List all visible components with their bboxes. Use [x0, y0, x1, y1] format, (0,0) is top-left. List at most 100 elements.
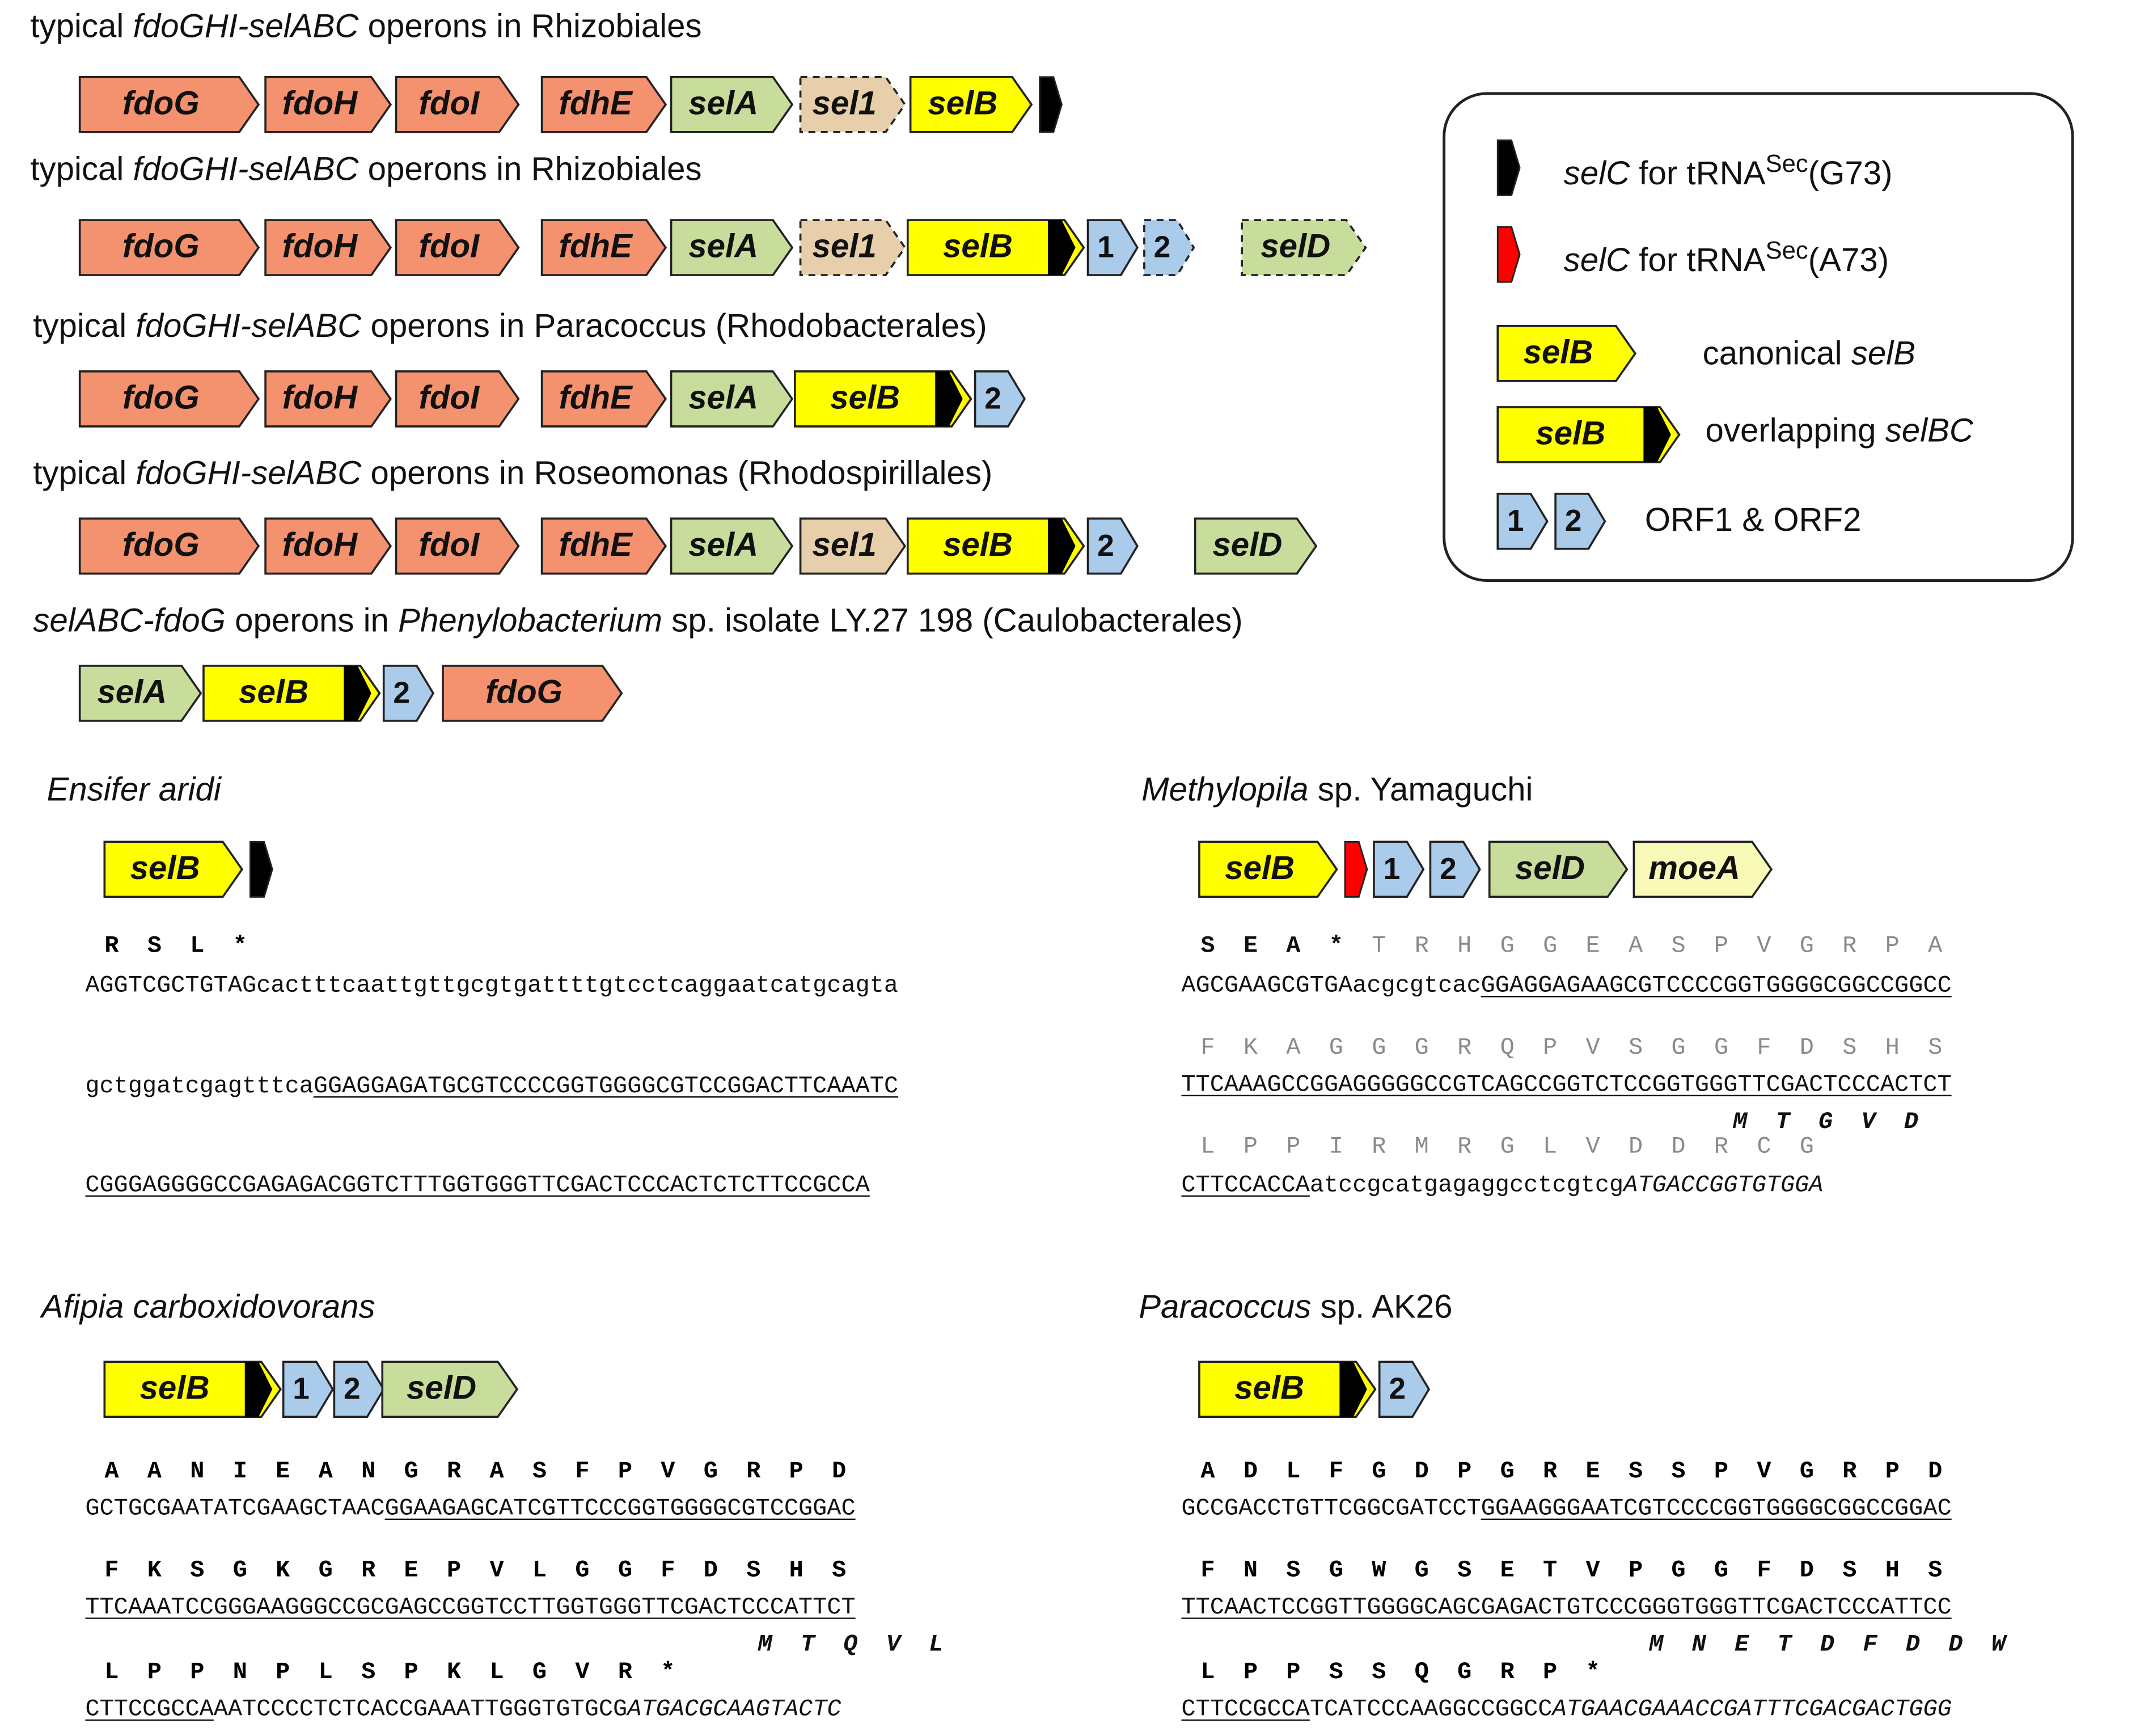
heading-roseomonas: typical fdoGHI-selABC operons in Roseomo… — [33, 455, 993, 493]
gene-arrow-orf2: 2 — [974, 370, 1026, 428]
paracoccus-aa-row-3: L P P S S Q G R P * — [1200, 1660, 1600, 1687]
gene-arrow-sel1: sel1 — [799, 517, 907, 575]
legend-box — [1443, 92, 2074, 582]
heading-phenylobacterium: selABC-fdoG operons in Phenylobacterium … — [33, 602, 1243, 640]
gene-label: fdoI — [418, 379, 480, 417]
gene-label: selB — [239, 674, 309, 711]
gene-label: selB — [830, 379, 900, 417]
legend-selc-g73: selC for tRNASec(G73) — [1563, 150, 1893, 193]
gene-label: 2 — [1097, 528, 1114, 563]
afipia-seq-row-2: TTCAAATCCGGGAAGGGCCGCGAGCCGGTCCTTGGTGGGT… — [85, 1595, 856, 1622]
ensifer-seq-row-3: CGGGAGGGGCCGAGAGACGGTCTTTGGTGGGTTCGACTCC… — [85, 1173, 870, 1199]
methylopila-aa-frame-2: M T G V D — [1733, 1110, 1919, 1137]
gene-label: selB — [139, 1370, 210, 1408]
gene-arrow-selb: selB — [103, 1361, 282, 1418]
methylopila-seq-row-1: AGCGAAGCGTGAacgcgtcacGGAGGAGAAGCGTCCCCGG… — [1181, 974, 1952, 1000]
gene-label: fdoI — [418, 526, 480, 564]
gene-label: 2 — [1440, 851, 1457, 886]
gene-arrow-orf2: 2 — [1143, 219, 1195, 276]
gene-label: 1 — [1383, 851, 1401, 886]
gene-label: selB — [1536, 415, 1606, 453]
gene-label: fdhE — [559, 379, 632, 417]
gene-label: sel1 — [812, 526, 877, 564]
gene-arrow-orf2: 2 — [1086, 517, 1139, 575]
gene-arrow-orf1: 1 — [282, 1361, 335, 1418]
gene-arrow-fdhe: fdhE — [540, 76, 667, 133]
gene-arrow-fdoi: fdoI — [395, 76, 520, 133]
gene-arrow-orf2: 2 — [333, 1361, 385, 1418]
gene-label: sel1 — [812, 228, 877, 266]
gene-arrow-fdoi: fdoI — [395, 517, 520, 575]
methylopila-aa-row-2: F K A G G G R Q P V S G G F D S H S — [1200, 1036, 1943, 1062]
gene-label: selA — [688, 228, 759, 266]
heading-paracoccus: typical fdoGHI-selABC operons in Paracoc… — [33, 308, 987, 345]
gene-arrow-fdog: fdoG — [78, 219, 260, 276]
gene-label: moeA — [1648, 850, 1740, 888]
gene-arrow-fdhe: fdhE — [540, 517, 667, 575]
selc-a73-marker — [1344, 840, 1368, 898]
gene-label: selA — [688, 85, 759, 123]
gene-arrow-seld: selD — [1241, 219, 1367, 276]
paracoccus-aa-row-2: F N S G W G S E T V P G G F D S H S — [1200, 1558, 1943, 1585]
gene-arrow-moea: moeA — [1633, 840, 1773, 898]
gene-label: fdoH — [282, 228, 358, 266]
gene-arrow-fdog: fdoG — [78, 517, 260, 575]
gene-arrow-selb: selB — [202, 665, 381, 722]
afipia-aa-row-3: L P P N P L S P K L G V R * — [104, 1660, 675, 1687]
selc-g73-marker — [1496, 139, 1521, 196]
ensifer-seq-row-1: AGGTCGCTGTAGcactttcaattgttgcgtgattttgtcc… — [85, 974, 899, 1000]
gene-label: selA — [97, 674, 167, 711]
gene-label: fdoG — [485, 674, 563, 711]
gene-label: fdoG — [122, 526, 200, 564]
gene-arrow-fdoi: fdoI — [395, 219, 520, 276]
gene-arrow-orf1: 1 — [1496, 492, 1549, 550]
paracoccus-aa-row-1: A D L F G D P G R E S S P V G R P D — [1200, 1459, 1943, 1486]
methylopila-aa-row-3: L P P I R M R G L V D D R C G — [1200, 1134, 1814, 1161]
gene-arrow-seld: selD — [1194, 517, 1318, 575]
gene-label: fdhE — [559, 526, 632, 564]
ensifer-aa-row-1: R S L * — [104, 934, 247, 960]
heading-rhizobiales-1: typical fdoGHI-selABC operons in Rhizobi… — [30, 8, 702, 46]
gene-label: selD — [1261, 228, 1331, 266]
gene-label: fdhE — [559, 85, 632, 123]
gene-arrow-orf2: 2 — [382, 665, 435, 722]
gene-arrow-orf1: 1 — [1373, 840, 1425, 898]
gene-label: selD — [1515, 850, 1585, 888]
selc-a73-marker — [1496, 226, 1521, 283]
afipia-seq-row-3: CTTCCGCCAAATCCCCTCTCACCGAAATTGGGTGTGCGAT… — [85, 1697, 841, 1724]
gene-arrow-selb: selB — [1496, 406, 1681, 463]
gene-label: 2 — [1389, 1371, 1406, 1406]
gene-label: 2 — [984, 381, 1001, 416]
gene-arrow-fdoh: fdoH — [264, 370, 392, 428]
afipia-aa-frame-2: M T Q V L — [758, 1632, 944, 1659]
gene-arrow-fdoh: fdoH — [264, 219, 392, 276]
gene-arrow-fdoi: fdoI — [395, 370, 520, 428]
gene-label: selA — [688, 526, 759, 564]
gene-arrow-fdoh: fdoH — [264, 517, 392, 575]
gene-arrow-fdog: fdoG — [442, 665, 623, 722]
gene-arrow-seld: selD — [381, 1361, 519, 1418]
panel-title-methylopila: Methylopila sp. Yamaguchi — [1141, 771, 1533, 809]
gene-arrow-sela: selA — [670, 76, 794, 133]
panel-title-ensifer: Ensifer aridi — [46, 771, 221, 809]
afipia-aa-row-1: A A N I E A N G R A S F P V G R P D — [104, 1459, 847, 1486]
gene-arrow-sela: selA — [670, 370, 794, 428]
gene-arrow-fdoh: fdoH — [264, 76, 392, 133]
gene-arrow-sel1: sel1 — [799, 219, 907, 276]
paracoccus-seq-row-1: GCCGACCTGTTCGGCGATCCTGGAAGGGAATCGTCCCCGG… — [1181, 1496, 1952, 1523]
gene-arrow-orf2: 2 — [1378, 1361, 1431, 1418]
panel-title-afipia: Afipia carboxidovorans — [41, 1289, 375, 1327]
gene-label: 2 — [393, 675, 411, 710]
gene-arrow-sela: selA — [78, 665, 202, 722]
legend-orfs: ORF1 & ORF2 — [1644, 502, 1862, 539]
gene-arrow-selb: selB — [103, 840, 244, 898]
panel-title-paracoccus: Paracoccus sp. AK26 — [1139, 1289, 1453, 1327]
gene-label: sel1 — [812, 85, 877, 123]
selc-g73-marker — [1039, 76, 1063, 133]
gene-label: fdoI — [418, 228, 480, 266]
gene-label: fdhE — [559, 228, 632, 266]
gene-label: selD — [407, 1370, 477, 1408]
gene-arrow-selb: selB — [906, 219, 1085, 276]
gene-label: selB — [130, 850, 200, 888]
gene-arrow-sela: selA — [670, 219, 794, 276]
